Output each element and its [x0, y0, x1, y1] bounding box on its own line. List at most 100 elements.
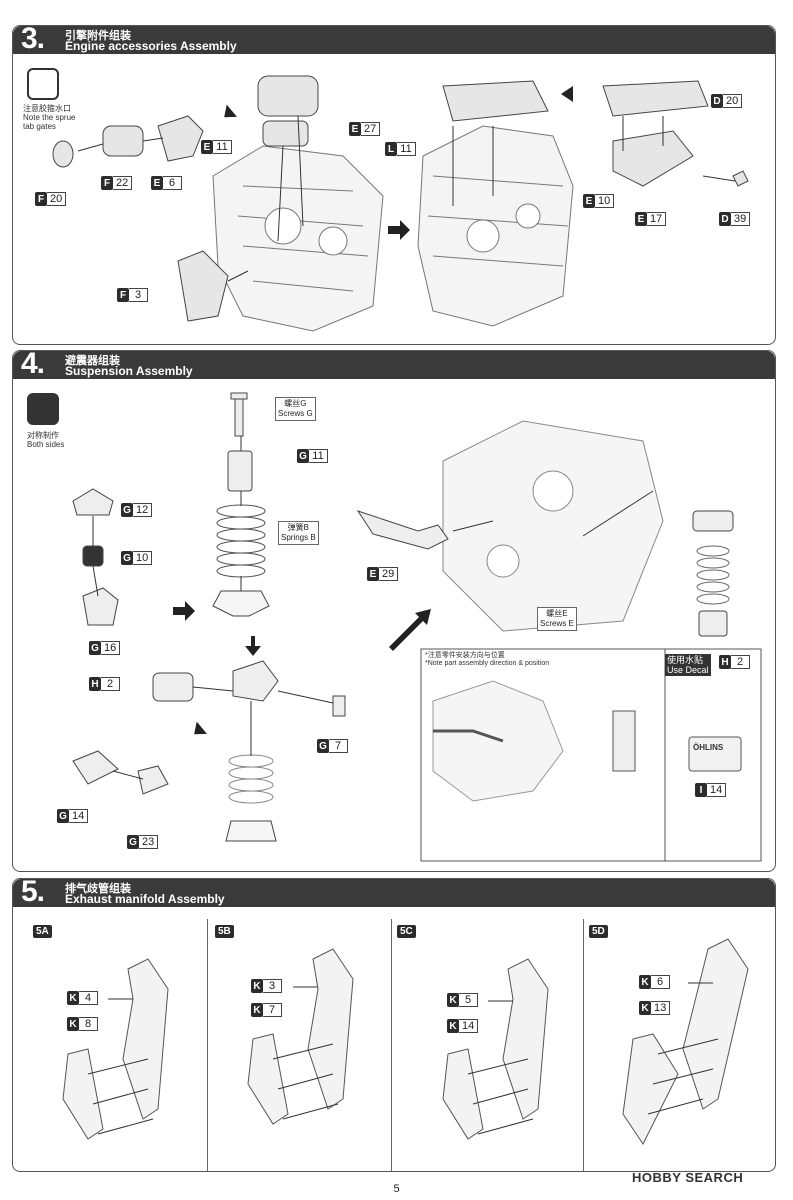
hobby-search-watermark: HOBBY SEARCH [632, 1170, 744, 1185]
springs-b-en: Springs B [281, 533, 316, 542]
step-panels [13, 919, 775, 1171]
part-letter: I [695, 783, 707, 797]
part-letter: H [719, 655, 731, 669]
part-letter: K [447, 1019, 459, 1033]
section-5-exhaust-manifold: 5. 排气歧管组装 Exhaust manifold Assembly [12, 878, 776, 1172]
part-letter: K [67, 1017, 79, 1031]
part-number: 3 [129, 288, 148, 302]
springs-b-cn: 弹簧B [287, 523, 310, 532]
part-letter: G [121, 503, 133, 517]
section-4-title-en: Suspension Assembly [65, 364, 193, 378]
part-letter: E [635, 212, 647, 226]
step-5c-panel [391, 919, 584, 1171]
part-letter: E [349, 122, 361, 136]
section-4-header: 4. 避震器组装 Suspension Assembly [13, 350, 775, 380]
part-letter: K [67, 991, 79, 1005]
ohlins-decal-brand: ÖHLINS [693, 743, 724, 752]
inset-note: *注意零件安装方向与位置 *Note part assembly directi… [425, 652, 549, 668]
part-letter: D [711, 94, 723, 108]
section-4-illustration [72, 392, 762, 862]
both-sides-note-en: Both sides [27, 440, 65, 449]
part-number: 7 [263, 1003, 282, 1017]
part-letter: L [385, 142, 397, 156]
part-number: 14 [707, 783, 727, 797]
part-letter: G [127, 835, 139, 849]
part-letter: E [367, 567, 379, 581]
part-letter: G [297, 449, 309, 463]
part-letter: F [117, 288, 129, 302]
step-5b-panel [207, 919, 392, 1171]
part-number: 2 [731, 655, 750, 669]
section-5-header: 5. 排气歧管组装 Exhaust manifold Assembly [13, 878, 775, 908]
part-letter: D [719, 212, 731, 226]
part-letter: K [251, 1003, 263, 1017]
section-3-title-en: Engine accessories Assembly [65, 39, 237, 53]
part-number: 11 [397, 142, 416, 156]
screws-e-cn: 螺丝E [546, 609, 568, 618]
part-letter: E [151, 176, 163, 190]
part-letter: G [89, 641, 101, 655]
screws-g-en: Screws G [278, 409, 313, 418]
part-letter: K [639, 1001, 651, 1015]
section-5-illustration [62, 938, 749, 1145]
part-number: 6 [163, 176, 182, 190]
part-number: 10 [595, 194, 615, 208]
part-number: 11 [213, 140, 232, 154]
sprue-note: 注意胶箍水口 Note the sprue tab gates [23, 104, 75, 131]
use-decal-cn: 使用水贴 [667, 655, 704, 665]
part-number: 23 [139, 835, 159, 849]
part-letter: E [201, 140, 213, 154]
part-letter: F [35, 192, 47, 206]
part-number: 5 [459, 993, 478, 1007]
part-letter: H [89, 677, 101, 691]
sprue-gate-note-icon [27, 68, 59, 100]
section-5-title-en: Exhaust manifold Assembly [65, 892, 225, 906]
section-5-title-cn: 排气歧管组装 [65, 883, 131, 895]
screws-e-en: Screws E [540, 619, 574, 628]
section-3-illustration [52, 75, 749, 332]
screws-e-callout: 螺丝E Screws E [537, 607, 577, 631]
screws-g-callout: 螺丝G Screws G [275, 397, 316, 421]
step-tag-5b: 5B [215, 925, 234, 938]
symmetric-build-icon [27, 393, 59, 425]
section-3-engine-accessories: 3. 引擎附件组装 Engine accessories Assembly [12, 25, 776, 345]
part-letter: K [639, 975, 651, 989]
part-number: 39 [731, 212, 751, 226]
part-number: 14 [459, 1019, 479, 1033]
section-4-number: 4. [21, 350, 45, 380]
springs-b-callout: 弹簧B Springs B [278, 521, 319, 545]
part-number: 4 [79, 991, 98, 1005]
section-5-number: 5. [21, 878, 45, 908]
part-number: 13 [651, 1001, 671, 1015]
sprue-note-en-2: tab gates [23, 122, 56, 131]
part-letter: G [317, 739, 329, 753]
use-decal-en: Use Decal [667, 665, 709, 675]
part-number: 16 [101, 641, 121, 655]
part-number: 6 [651, 975, 670, 989]
use-decal-heading: 使用水贴 Use Decal [665, 654, 711, 676]
part-number: 17 [647, 212, 667, 226]
part-number: 3 [263, 979, 282, 993]
part-number: 27 [361, 122, 381, 136]
